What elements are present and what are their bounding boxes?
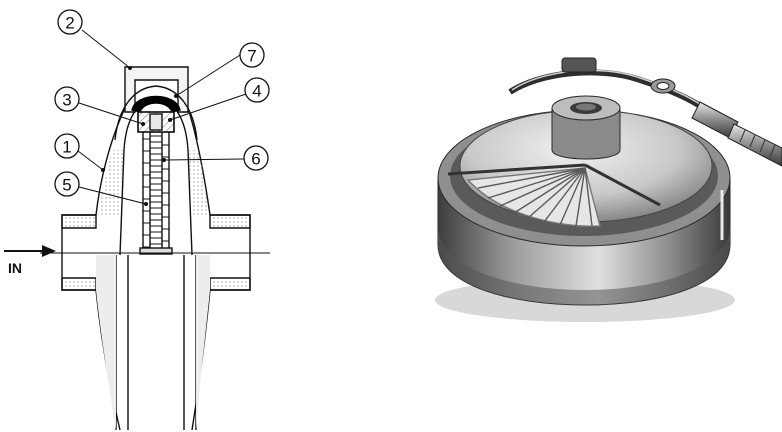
callout-3: 3	[54, 86, 80, 112]
right-port	[209, 214, 251, 229]
center-hub	[551, 107, 621, 160]
callouts: 2 7 3 4 1 6 5	[54, 9, 270, 197]
callout-label: 2	[65, 14, 74, 33]
callout-label: 3	[62, 91, 71, 110]
seal-ring	[131, 95, 181, 113]
callout-6: 6	[243, 145, 269, 171]
callout-label: 5	[62, 176, 71, 195]
clamp-latch	[561, 57, 597, 73]
guide-block-core	[149, 113, 163, 131]
callout-2: 2	[57, 9, 83, 35]
body-wall-fill-left	[98, 150, 124, 215]
inner-dome	[114, 85, 198, 141]
leader-lines	[77, 29, 247, 205]
valve-photo	[435, 57, 782, 322]
lower-bore-left-wall	[96, 255, 116, 430]
pipe	[727, 123, 782, 167]
section-drawing	[40, 66, 270, 431]
spring-stack	[139, 132, 173, 255]
leader-dots	[101, 66, 178, 206]
lid-rib-right	[584, 163, 661, 207]
callout-5: 5	[54, 171, 80, 197]
inlet-arrowhead	[42, 245, 56, 257]
cap-outline	[124, 66, 189, 113]
callout-label: 1	[62, 138, 71, 157]
callout-label: 4	[252, 82, 261, 101]
left-port-lower	[61, 277, 97, 291]
inlet-indicator: IN	[4, 245, 56, 276]
callout-label: 6	[251, 150, 260, 169]
left-port	[61, 214, 97, 229]
callout-7: 7	[239, 42, 265, 68]
lower-bore-right-wall	[196, 255, 210, 430]
right-port-lower	[209, 277, 251, 291]
callout-label: 7	[247, 47, 256, 66]
body-wall-fill-right	[188, 150, 208, 215]
callout-4: 4	[244, 77, 270, 103]
inner-wall-right	[187, 149, 193, 256]
inlet-label: IN	[8, 260, 22, 276]
inner-wall-left	[119, 149, 125, 256]
lower-bore	[115, 255, 197, 430]
tube-fitting	[650, 78, 782, 167]
callout-1: 1	[54, 133, 80, 159]
lid-rib-left	[447, 163, 586, 176]
radial-grille	[466, 167, 601, 227]
